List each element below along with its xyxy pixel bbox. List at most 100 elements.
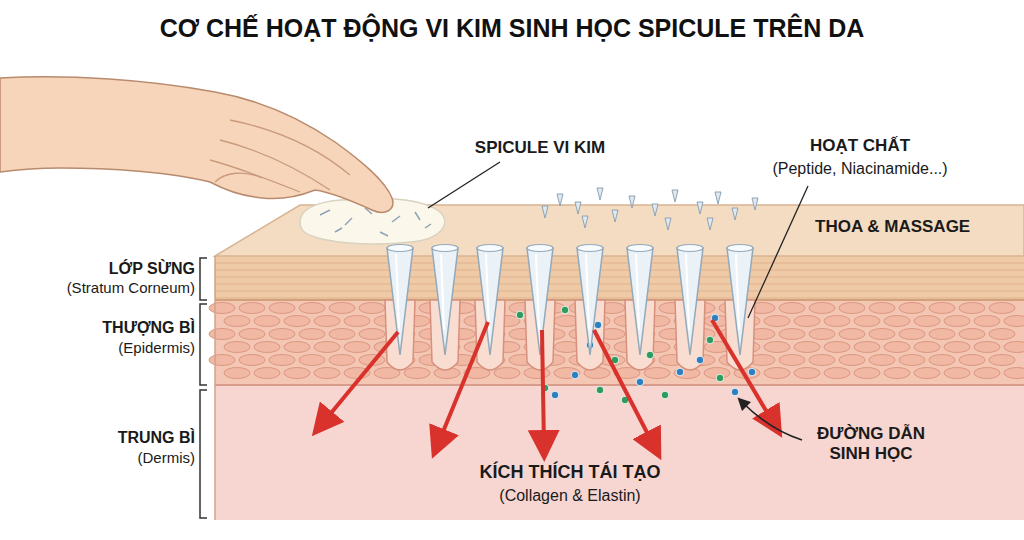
spicule-shine [686, 254, 689, 330]
spicule-needle [727, 248, 753, 355]
skin-cell [329, 355, 355, 366]
skin-cell [869, 303, 895, 314]
skin-cell [794, 368, 820, 379]
small-spicule [629, 196, 635, 208]
skin-cell [929, 303, 955, 314]
cream-spicule [335, 228, 342, 232]
skin-cell [269, 303, 295, 314]
skin-cell [779, 303, 805, 314]
small-spicule [612, 210, 618, 222]
skin-cell [764, 368, 790, 379]
callout-label: HOẠT CHẤT [760, 136, 960, 156]
skin-cell [1004, 316, 1024, 327]
small-spicule [582, 216, 588, 228]
leader-line [428, 162, 500, 208]
small-spicule [557, 194, 563, 206]
skin-cell [974, 342, 1000, 353]
finger-line [210, 160, 300, 192]
small-spicule [715, 192, 721, 204]
spicule-shine [636, 254, 639, 330]
active-ingredient-dot [561, 306, 569, 314]
spicule-needle [627, 248, 653, 355]
skin-cell [869, 329, 895, 340]
small-spicule [707, 218, 713, 230]
spicule-top [627, 245, 653, 252]
skin-cell [914, 342, 940, 353]
active-ingredient-dot [551, 391, 559, 399]
small-spicule [542, 206, 548, 218]
layer-boundary [215, 299, 1024, 301]
spicule-needle [432, 248, 458, 355]
skin-cell [899, 355, 925, 366]
hand [0, 77, 393, 213]
skin-cell [779, 355, 805, 366]
skin-cell [974, 316, 1000, 327]
spicule-top [577, 245, 603, 252]
layer-label: TRUNG BÌ [10, 428, 195, 447]
active-ingredient-dot [636, 378, 644, 386]
skin-cell [224, 368, 250, 379]
stimulation-arrow [594, 330, 654, 446]
layer-bracket [200, 390, 207, 518]
skin-cell [1004, 342, 1024, 353]
skin-cell [314, 342, 340, 353]
active-ingredient-dot [646, 351, 654, 359]
skin-edge [214, 256, 216, 520]
skin-cell [959, 303, 985, 314]
small-spicule [672, 190, 678, 202]
spicule-top [677, 245, 703, 252]
skin-cell [914, 316, 940, 327]
skin-cell [209, 303, 235, 314]
skin-cell [944, 342, 970, 353]
skin-cell [884, 368, 910, 379]
skin-cell [209, 329, 235, 340]
skin-cell [914, 368, 940, 379]
skin-cell [494, 368, 520, 379]
stimulation-arrow [712, 320, 774, 424]
spicule-shine [536, 254, 539, 330]
active-ingredient-dot [516, 311, 524, 319]
active-ingredient-dot [716, 374, 724, 382]
spicule-top [527, 245, 553, 252]
small-spicule [697, 202, 703, 214]
skin-cell [239, 329, 265, 340]
skin-cell [284, 316, 310, 327]
skin-cell [209, 355, 235, 366]
skin-cell [884, 342, 910, 353]
skin-cell [344, 316, 370, 327]
skin-cell [794, 342, 820, 353]
active-ingredient-dot [594, 321, 602, 329]
skin-cell [254, 342, 280, 353]
skin-cell [854, 368, 880, 379]
layer-sublabel: (Dermis) [10, 449, 195, 467]
spicule-shine [486, 254, 489, 330]
skin-cell [239, 303, 265, 314]
active-ingredient-dot [661, 391, 669, 399]
skin-cell [779, 329, 805, 340]
skin-cell [359, 303, 385, 314]
skin-cell [269, 329, 295, 340]
active-ingredient-dot [571, 371, 579, 379]
skin-cell [254, 368, 280, 379]
skin-cell [854, 342, 880, 353]
effect-label: KÍCH THÍCH TÁI TẠO [400, 462, 740, 484]
skin-cell [974, 368, 1000, 379]
callout-sublabel: (Peptide, Niacinamide...) [740, 159, 980, 178]
active-ingredient-dot [696, 356, 704, 364]
active-ingredient-dot [596, 386, 604, 394]
layer-boundary [215, 384, 1024, 386]
skin-cell [329, 303, 355, 314]
curved-arrow [742, 402, 802, 440]
skin-cell [239, 355, 265, 366]
spicule-shine [441, 254, 444, 330]
small-spicule [665, 218, 671, 230]
skin-cell [959, 355, 985, 366]
active-ingredient-dot [731, 388, 739, 396]
stratum-stripe [215, 263, 1024, 264]
skin-cell [224, 316, 250, 327]
layer-bracket [200, 304, 207, 385]
skin-cell [1004, 368, 1024, 379]
thumb-line [215, 173, 262, 182]
skin-cell [224, 342, 250, 353]
